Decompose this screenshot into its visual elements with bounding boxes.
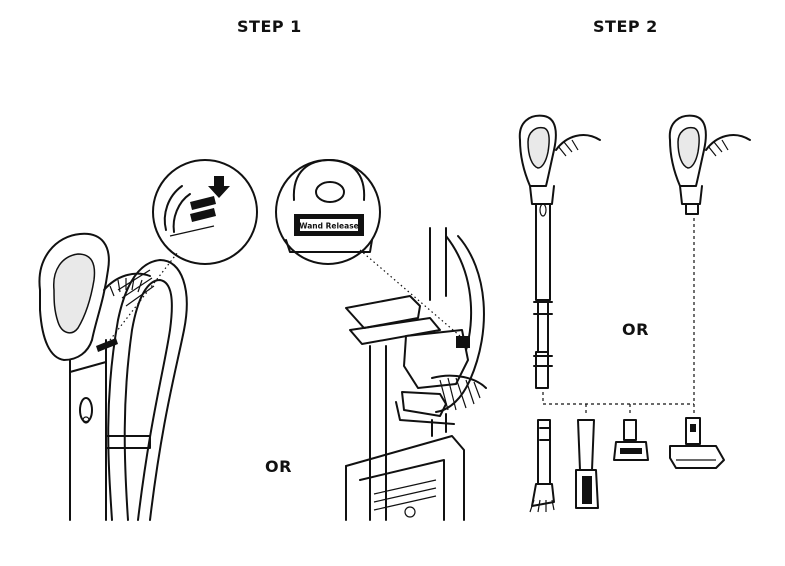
attachment-upholstery-tool [669,417,725,469]
attachment-dusting-brush [575,419,599,509]
attachment-mini-turbo [613,419,649,461]
step1-zoom-callout-left [152,159,258,265]
step1-vacuum-handle [38,232,188,521]
step-2-or-label: OR [622,320,649,339]
step2-handle-only [668,114,751,404]
step-2-heading: STEP 2 [593,17,658,36]
wand-release-label: Wand Release [299,222,359,231]
step-1-or-label: OR [265,457,292,476]
attachment-crevice-tool [529,419,555,513]
step1-vacuum-body [345,227,487,521]
step-1-heading: STEP 1 [237,17,302,36]
step2-handle-with-wand [518,114,601,404]
step1-zoom-callout-right: Wand Release [275,159,381,265]
attachment-connector [543,403,695,414]
